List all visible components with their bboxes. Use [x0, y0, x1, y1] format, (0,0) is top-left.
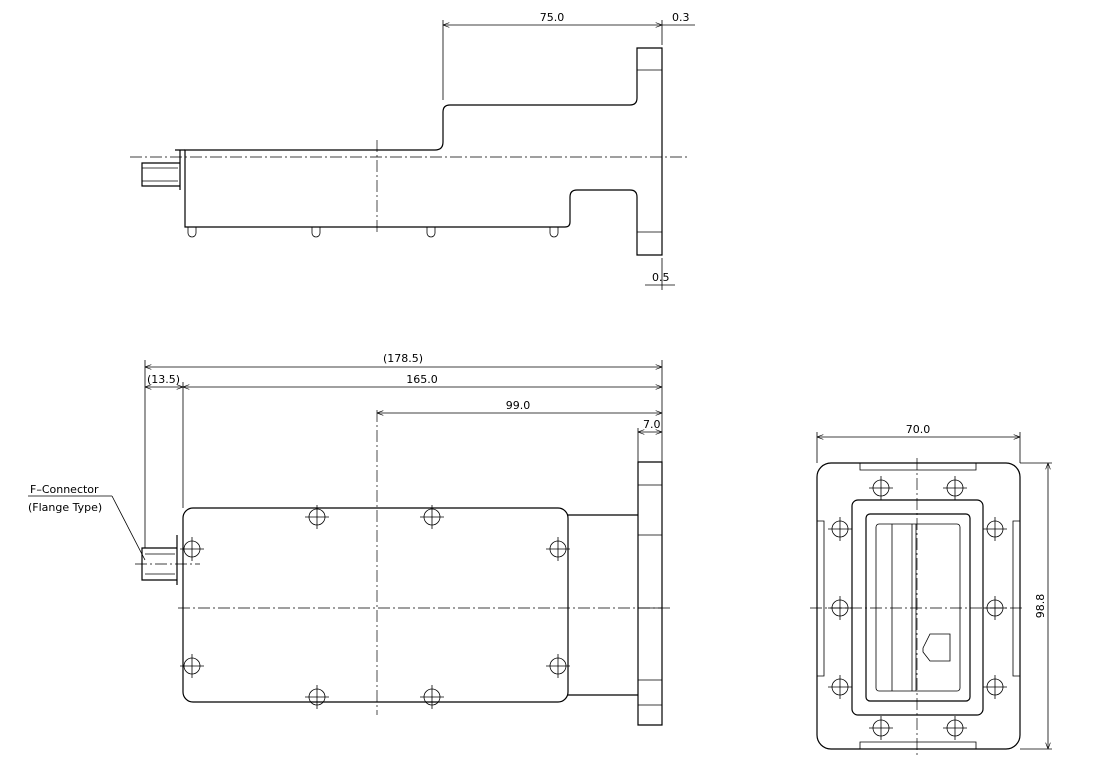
- top-view: 75.0 0.3 0.5: [130, 11, 695, 290]
- dim-75: 75.0: [540, 11, 565, 24]
- front-view: (178.5) (13.5) 165.0 99.0 7.0 F–Connecto…: [28, 352, 670, 726]
- connector-label-line1: F–Connector: [30, 483, 99, 496]
- side-view: 70.0 98.8: [810, 423, 1052, 755]
- dim-178-5: (178.5): [383, 352, 423, 365]
- dim-165: 165.0: [406, 373, 438, 386]
- dim-99: 99.0: [506, 399, 531, 412]
- dim-98-8: 98.8: [1034, 594, 1047, 619]
- connector-label-line2: (Flange Type): [28, 501, 102, 514]
- dim-0-3: 0.3: [672, 11, 690, 24]
- dim-13-5: (13.5): [147, 373, 180, 386]
- dim-0-5: 0.5: [652, 271, 670, 284]
- dim-7: 7.0: [643, 418, 661, 431]
- dim-70: 70.0: [906, 423, 931, 436]
